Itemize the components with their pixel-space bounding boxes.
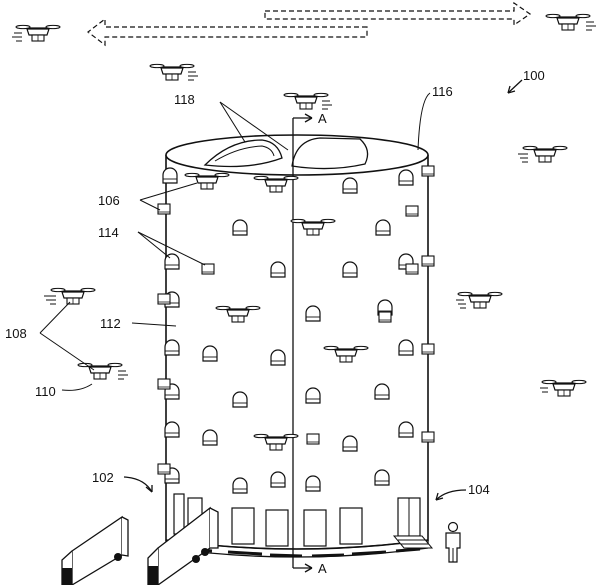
ref-110: 110	[35, 384, 56, 399]
uav-icon	[15, 24, 61, 42]
delivery-truck-left	[61, 515, 129, 585]
ref-118: 118	[174, 92, 195, 107]
leader-lines	[39, 79, 523, 501]
ref-114: 114	[98, 225, 119, 240]
ref-104: 104	[468, 482, 490, 497]
section-label-bottom: A	[318, 561, 327, 576]
fulfillment-tower	[165, 113, 429, 573]
aerial-vehicles	[12, 13, 596, 451]
uav-icon	[457, 291, 503, 309]
ref-102: 102	[92, 470, 114, 485]
uav-icon	[545, 13, 591, 31]
delivery-truck-right	[147, 506, 219, 585]
reference-numerals: 100 116 118 106 114 112 108 110 102 104 …	[5, 68, 545, 576]
ref-106: 106	[98, 193, 120, 208]
ref-116: 116	[432, 84, 453, 99]
ref-108: 108	[5, 326, 27, 341]
ref-100: 100	[523, 68, 545, 83]
tower-door	[392, 497, 434, 549]
ground-bays	[173, 493, 363, 547]
uav-icon	[50, 287, 96, 305]
uav-icon	[77, 362, 123, 380]
uav-icon	[541, 379, 587, 397]
uav-icon	[283, 92, 329, 110]
section-label-top: A	[318, 111, 327, 126]
travel-path-arrows	[87, 1, 532, 47]
uav-icon	[522, 145, 568, 163]
ref-112: 112	[100, 316, 121, 331]
person-figure	[445, 521, 461, 563]
roof-dome-right	[291, 137, 369, 170]
uav-icon	[149, 63, 195, 81]
